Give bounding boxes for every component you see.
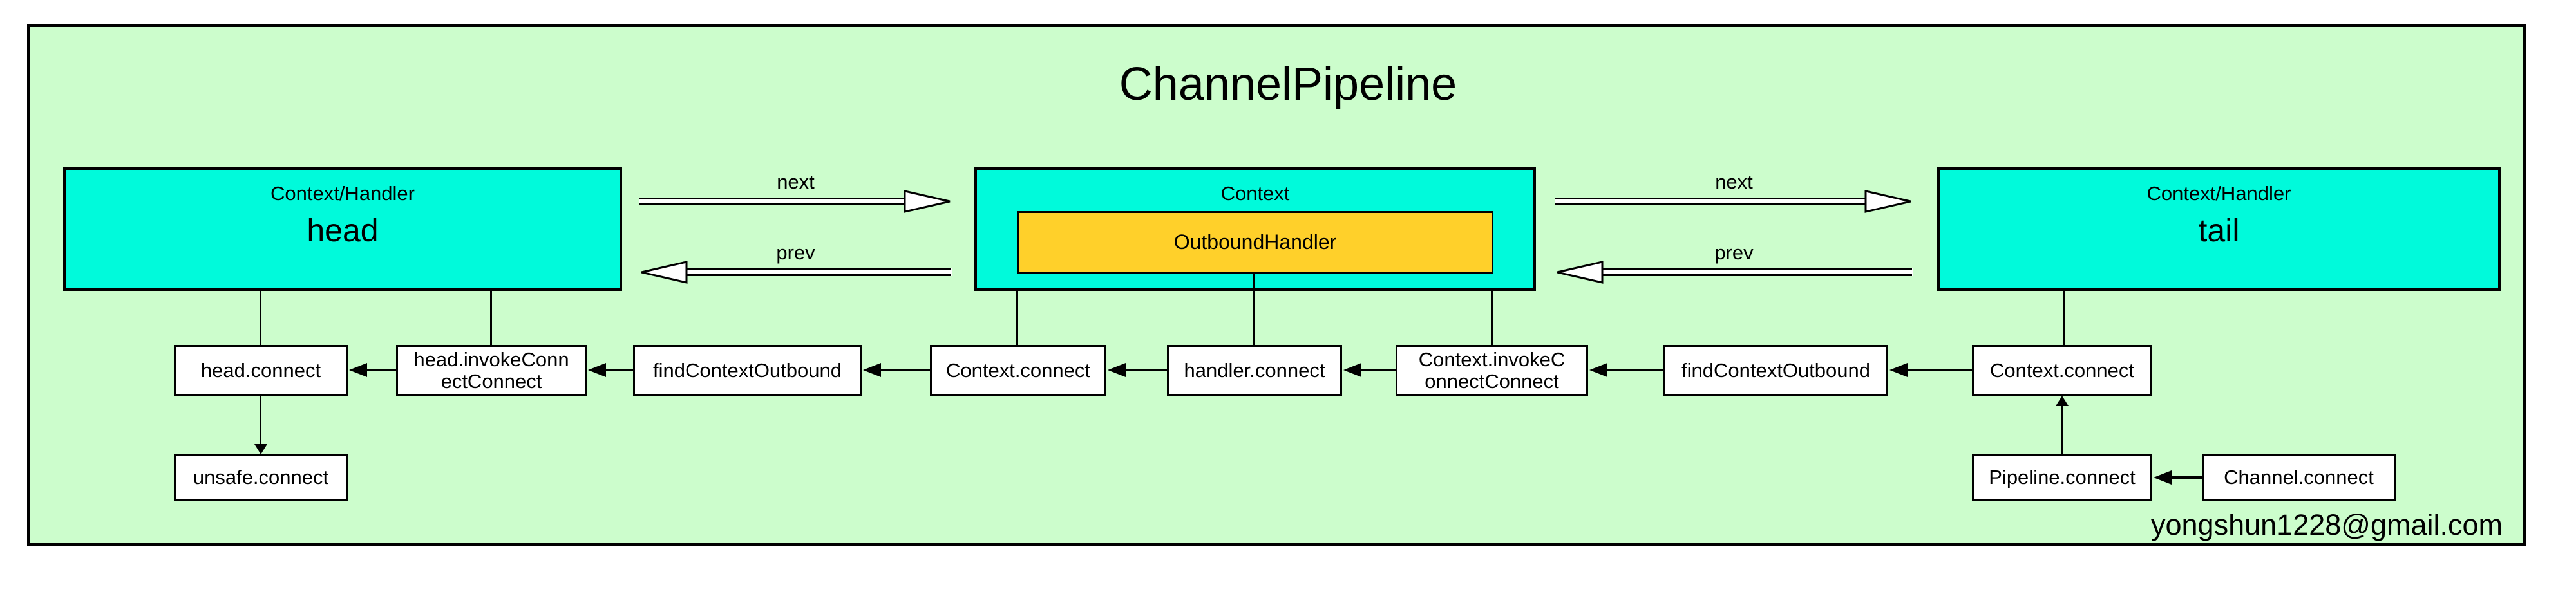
- call-context-connect-right: Context.connect: [1972, 345, 2152, 396]
- call-head-connect: head.connect: [174, 345, 348, 396]
- arrowline-find-left-to-invoke: [606, 369, 633, 371]
- arrowline-pipeline-to-context-connect: [2061, 405, 2063, 454]
- arrowline-invoke-to-head-connect: [367, 369, 396, 371]
- call-channel-connect-label: Channel.connect: [2224, 466, 2374, 488]
- arrowhead-context-invoke-to-handler: [1343, 363, 1361, 377]
- arrowline-find-right-to-context-invoke: [1607, 369, 1663, 371]
- arrowhead-find-right-to-context-invoke: [1589, 363, 1607, 377]
- arrowline-head-connect-to-unsafe: [260, 396, 261, 445]
- prev-label-head-context: prev: [776, 241, 815, 264]
- call-unsafe-connect-label: unsafe.connect: [193, 466, 329, 488]
- call-channel-connect: Channel.connect: [2202, 454, 2396, 501]
- prev-label-context-tail: prev: [1714, 241, 1754, 264]
- call-head-connect-label: head.connect: [200, 358, 321, 382]
- call-head-invoke-line1: head.invokeConn: [413, 348, 569, 371]
- prev-arrow-context-tail: [1557, 261, 1913, 284]
- watermark-email: yongshun1228@gmail.com: [2151, 508, 2503, 541]
- arrowline-handler-to-context-connect: [1126, 369, 1167, 371]
- call-pipeline-connect: Pipeline.connect: [1972, 454, 2152, 501]
- arrowhead-invoke-to-head-connect: [349, 363, 367, 377]
- call-context-invoke-line1: Context.invokeC: [1418, 348, 1566, 371]
- arrowline-context-invoke-to-handler: [1361, 369, 1396, 371]
- connector-head-to-head-connect: [260, 291, 261, 345]
- call-unsafe-connect: unsafe.connect: [174, 454, 348, 501]
- call-find-context-outbound-right: findContextOutbound: [1663, 345, 1888, 396]
- node-context-type-label: Context: [1220, 182, 1290, 205]
- arrowline-channel-to-pipeline: [2172, 476, 2202, 479]
- arrowhead-find-left-to-invoke: [588, 363, 606, 377]
- call-find-context-outbound-right-label: findContextOutbound: [1681, 358, 1870, 382]
- node-head-name-label: head: [307, 212, 379, 249]
- node-tail-name-label: tail: [2198, 212, 2240, 249]
- arrowhead-handler-to-context-connect: [1108, 363, 1126, 377]
- arrowline-context-connect-to-find-left: [881, 369, 930, 371]
- call-context-invoke-connect-connect: Context.invokeC onnectConnect: [1396, 345, 1588, 396]
- prev-arrow-head-context: [641, 261, 952, 284]
- arrowhead-head-connect-to-unsafe: [254, 444, 267, 454]
- next-arrow-head-context: [639, 190, 951, 213]
- connector-handler-to-handler-connect: [1253, 274, 1255, 345]
- outbound-handler-box: OutboundHandler: [1017, 211, 1493, 274]
- connector-context-to-context-connect: [1016, 291, 1018, 345]
- node-head: Context/Handler head: [63, 167, 622, 291]
- arrowhead-context-connect-to-find-right: [1889, 363, 1908, 377]
- call-find-context-outbound-left-label: findContextOutbound: [653, 358, 842, 382]
- arrowhead-channel-to-pipeline: [2154, 470, 2172, 485]
- arrowline-context-connect-to-find-right: [1908, 369, 1972, 371]
- call-context-connect-left: Context.connect: [930, 345, 1106, 396]
- call-handler-connect-label: handler.connect: [1184, 358, 1325, 382]
- connector-context-to-context-invoke: [1491, 291, 1493, 345]
- call-pipeline-connect-label: Pipeline.connect: [1989, 466, 2136, 488]
- connector-head-to-head-invoke: [490, 291, 492, 345]
- diagram-title: ChannelPipeline: [1119, 59, 1457, 110]
- node-tail-type-label: Context/Handler: [2146, 182, 2291, 205]
- call-context-connect-left-label: Context.connect: [945, 358, 1091, 382]
- call-context-invoke-line2: onnectConnect: [1425, 369, 1559, 393]
- connector-tail-to-context-connect: [2063, 291, 2065, 345]
- arrowhead-pipeline-to-context-connect: [2056, 396, 2069, 406]
- call-handler-connect: handler.connect: [1167, 345, 1342, 396]
- node-head-type-label: Context/Handler: [270, 182, 415, 205]
- node-tail: Context/Handler tail: [1937, 167, 2501, 291]
- next-arrow-context-tail: [1555, 190, 1911, 213]
- call-context-connect-right-label: Context.connect: [1989, 358, 2135, 382]
- arrowhead-context-connect-to-find-left: [863, 363, 881, 377]
- call-find-context-outbound-left: findContextOutbound: [633, 345, 862, 396]
- next-label-head-context: next: [777, 171, 815, 193]
- call-head-invoke-connect-connect: head.invokeConn ectConnect: [396, 345, 587, 396]
- next-label-context-tail: next: [1715, 171, 1753, 193]
- call-head-invoke-line2: ectConnect: [440, 369, 542, 393]
